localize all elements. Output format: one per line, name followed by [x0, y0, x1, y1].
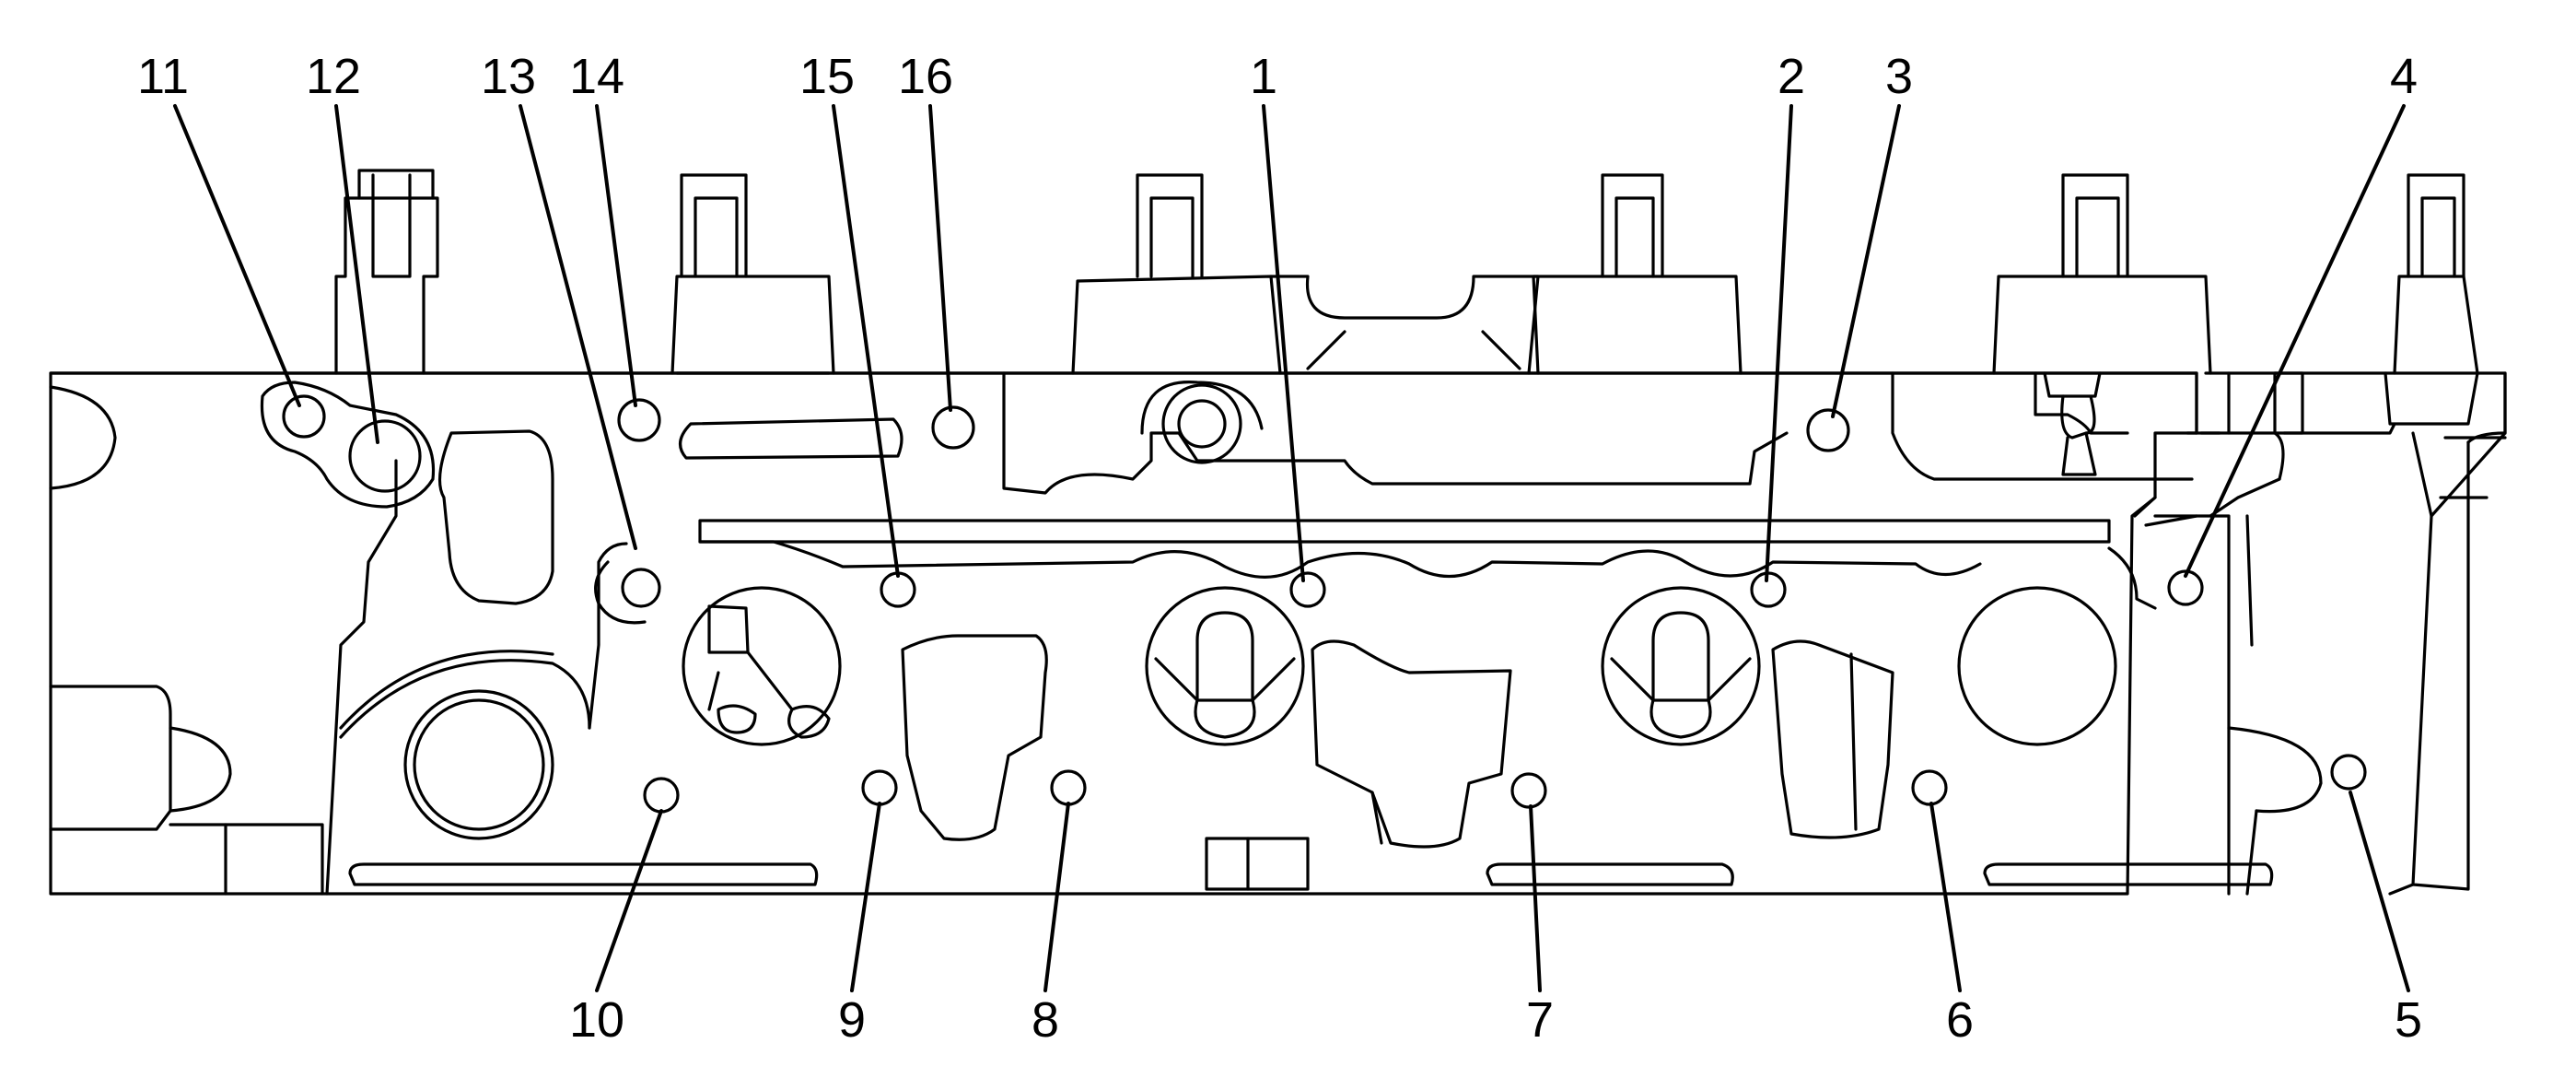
- callout-label-13: 13: [481, 49, 536, 104]
- callout-label-11: 11: [137, 49, 189, 104]
- callout-label-6: 6: [1946, 992, 1974, 1048]
- callout-label-7: 7: [1526, 992, 1554, 1048]
- callout-label-9: 9: [838, 992, 866, 1048]
- valve-insert: [1610, 611, 1752, 739]
- callout-leader-13: [519, 104, 637, 550]
- callout-leader-3: [1831, 104, 1901, 418]
- callout-leader-12: [334, 104, 379, 444]
- callout-leader-8: [1043, 802, 1070, 992]
- callout-label-1: 1: [1250, 49, 1277, 104]
- callout-leader-15: [832, 104, 900, 578]
- bolt-holes: [260, 381, 2367, 814]
- cylinder-head: [49, 371, 2367, 896]
- callout-leader-2: [1765, 104, 1793, 582]
- callout-leader-6: [1929, 802, 1962, 992]
- callout-leader-1: [1262, 104, 1305, 582]
- callout-label-4: 4: [2390, 49, 2418, 104]
- callout-label-16: 16: [898, 49, 953, 104]
- camshaft-caps: [334, 169, 2507, 896]
- callout-leader-10: [595, 809, 663, 992]
- callout-leader-16: [928, 104, 952, 412]
- callout-label-14: 14: [569, 49, 624, 104]
- callout-leader-5: [2349, 791, 2410, 992]
- callout-label-10: 10: [569, 992, 624, 1048]
- callout-leader-9: [850, 802, 881, 992]
- callout-leader-11: [173, 104, 301, 407]
- callout-label-2: 2: [1778, 49, 1805, 104]
- callout-leader-14: [595, 104, 637, 407]
- callout-leader-4: [2184, 104, 2406, 578]
- valve-insert: [707, 604, 831, 739]
- valve-insert: [1154, 611, 1296, 739]
- callout-label-15: 15: [799, 49, 855, 104]
- callout-label-3: 3: [1885, 49, 1913, 104]
- callout-label-12: 12: [306, 49, 361, 104]
- callout-label-5: 5: [2395, 992, 2422, 1048]
- callout-label-8: 8: [1032, 992, 1059, 1048]
- callout-leader-7: [1529, 804, 1542, 992]
